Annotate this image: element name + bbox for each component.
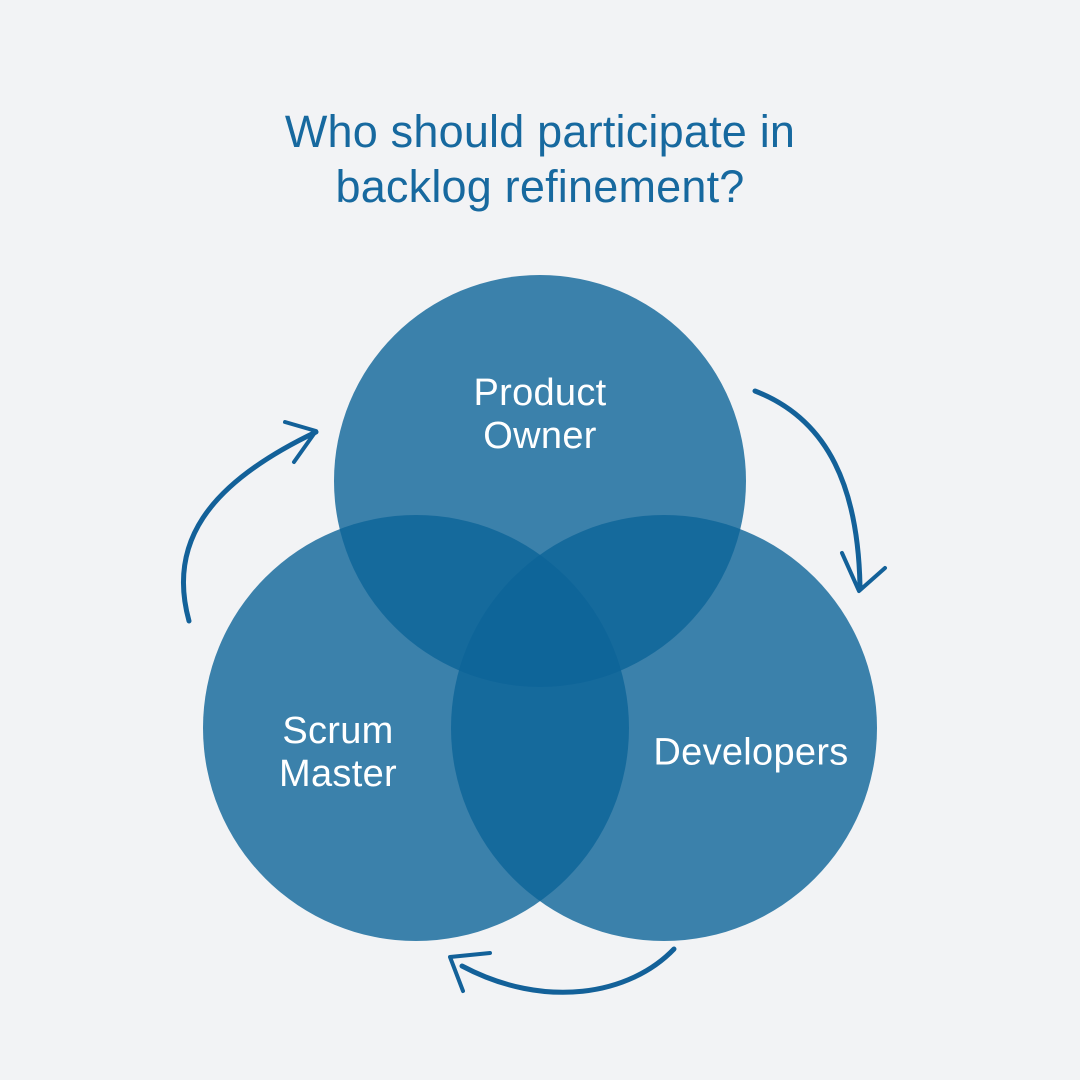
cycle-arrow-bottom-icon xyxy=(448,946,677,995)
label-line: Owner xyxy=(483,415,597,457)
label-line: Master xyxy=(279,753,397,795)
label-product-owner: Product Owner xyxy=(473,372,606,458)
title-line-1: Who should participate in xyxy=(284,106,796,157)
label-line: Scrum xyxy=(282,710,394,752)
label-developers: Developers xyxy=(653,732,848,775)
label-scrum-master: Scrum Master xyxy=(279,710,397,796)
venn-circle-developers xyxy=(451,515,877,941)
page-title: Who should participate in backlog refine… xyxy=(0,104,1080,214)
title-line-2: backlog refinement? xyxy=(335,161,745,212)
label-line: Developers xyxy=(653,731,849,774)
label-line: Product xyxy=(473,372,607,414)
